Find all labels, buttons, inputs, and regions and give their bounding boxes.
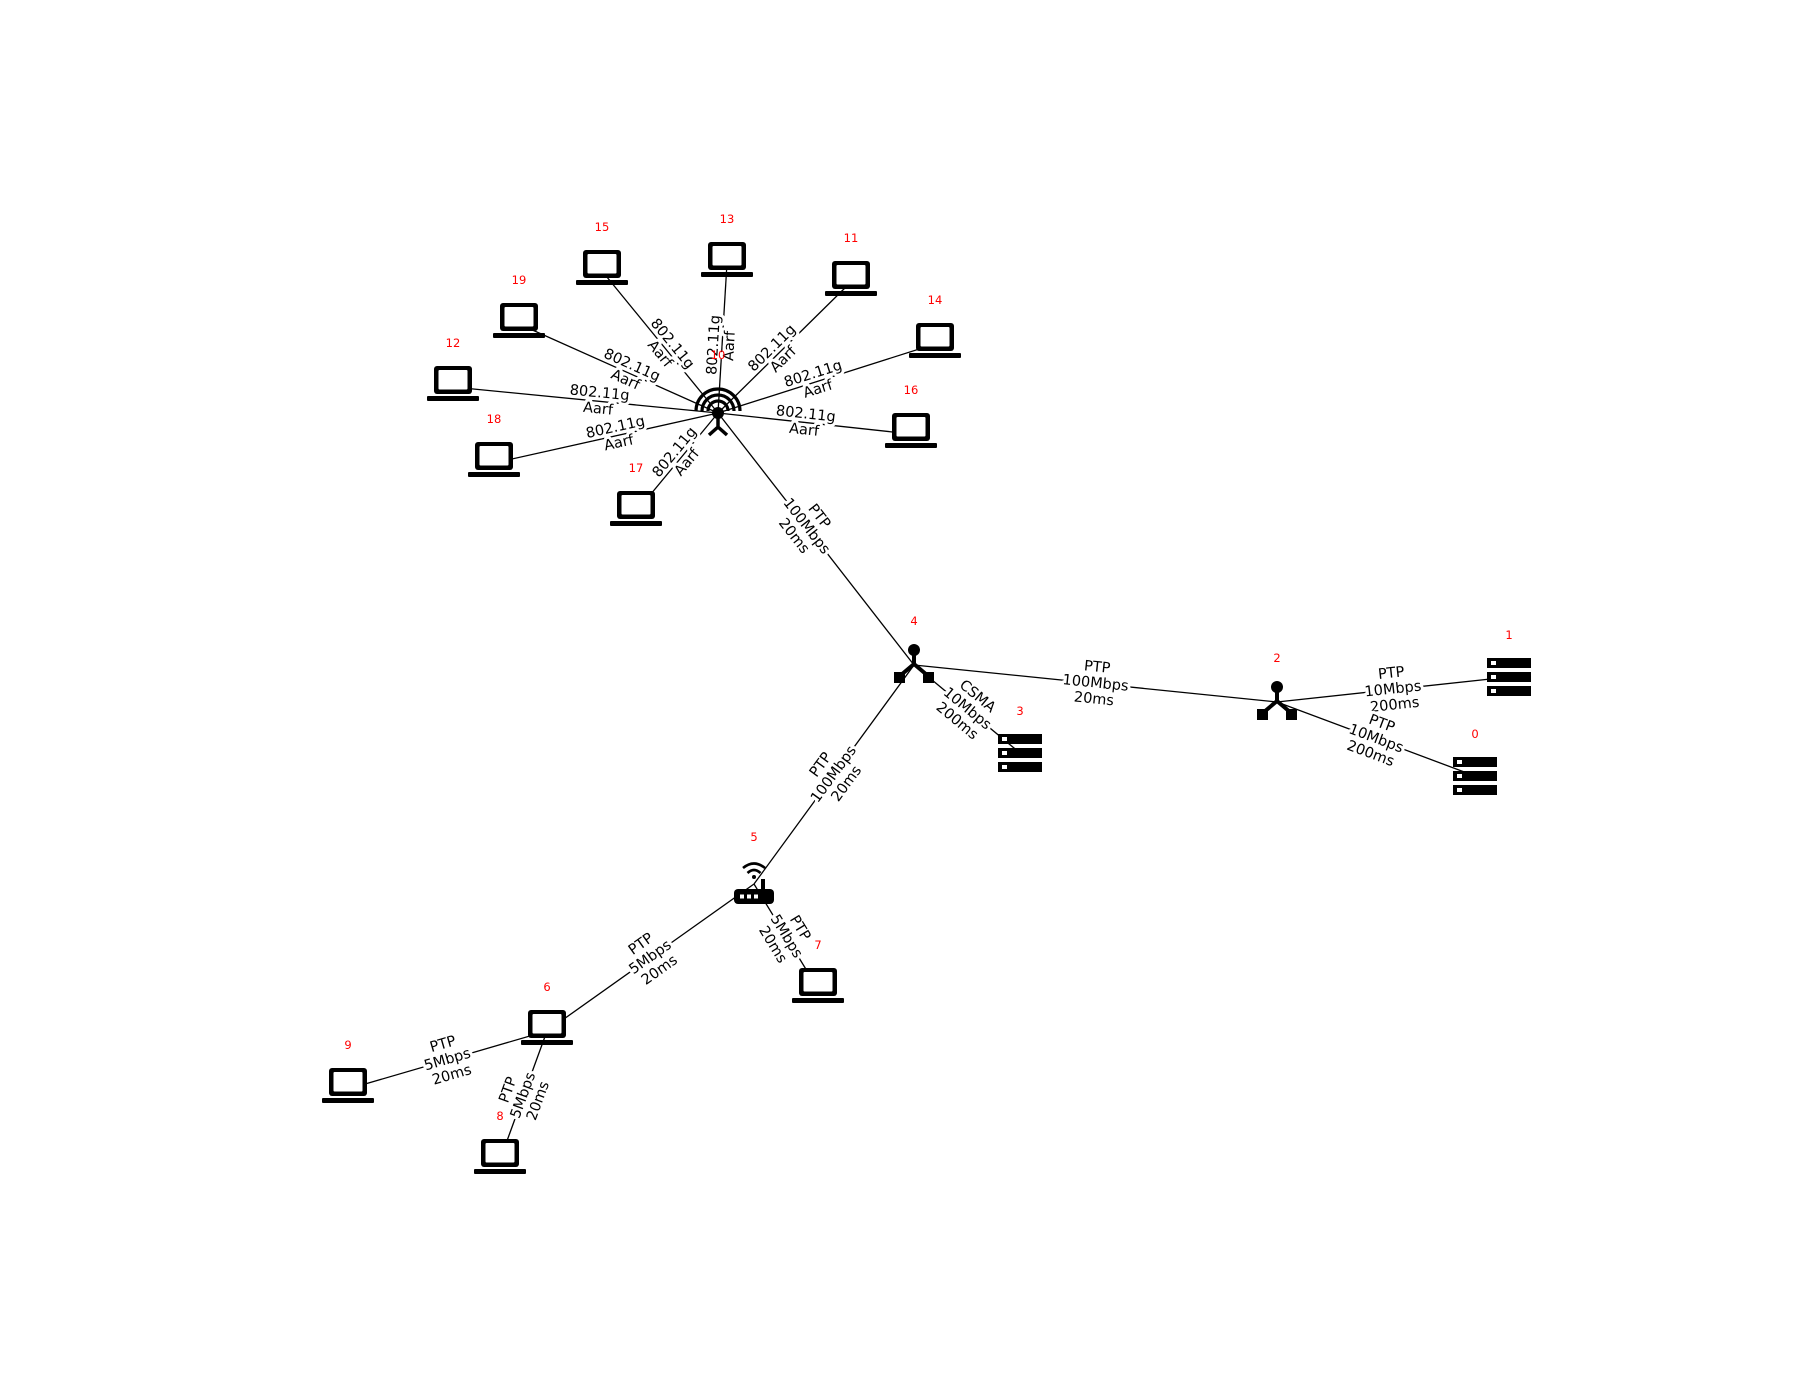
edge-10-11 [717, 281, 852, 414]
edge-10-4 [717, 412, 915, 666]
node-id-label: 11 [844, 231, 859, 245]
node-id-label: 0 [1471, 727, 1478, 741]
node-id-label: 7 [814, 938, 821, 952]
edge-10-12 [452, 386, 719, 414]
node-id-label: 1 [1505, 628, 1512, 642]
edge-label-line: Aarf [788, 421, 820, 440]
node-18-laptop[interactable]: 18 [468, 412, 520, 477]
node-10-access-point[interactable]: 10 [694, 348, 742, 437]
node-id-label: 17 [629, 461, 644, 475]
switch-icon [892, 642, 936, 685]
node-14-laptop[interactable]: 14 [909, 293, 961, 358]
edge-2-0 [1276, 701, 1476, 777]
edge-10-14 [717, 343, 936, 414]
edges-layer [347, 262, 1510, 1161]
node-2-switch[interactable]: 2 [1255, 651, 1299, 722]
node-4-switch[interactable]: 4 [892, 614, 936, 685]
edge-label-line: Aarf [582, 400, 614, 419]
edge-label-line: 20ms [1073, 689, 1115, 709]
edge-5-6 [546, 883, 755, 1032]
edge-10-19 [518, 323, 719, 414]
node-id-label: 12 [446, 336, 461, 350]
server-icon [1453, 757, 1497, 795]
node-6-laptop[interactable]: 6 [521, 980, 573, 1045]
node-id-label: 8 [496, 1109, 503, 1123]
node-id-label: 6 [543, 980, 550, 994]
node-11-laptop[interactable]: 11 [825, 231, 877, 296]
node-17-laptop[interactable]: 17 [610, 461, 662, 526]
node-1-server[interactable]: 1 [1487, 628, 1531, 696]
node-12-laptop[interactable]: 12 [427, 336, 479, 401]
edge-10-15 [601, 270, 719, 414]
node-id-label: 13 [720, 212, 735, 226]
laptop-icon [427, 366, 479, 401]
node-id-label: 5 [750, 830, 757, 844]
node-id-label: 4 [910, 614, 917, 628]
edge-2-1 [1276, 676, 1510, 703]
server-icon [998, 734, 1042, 772]
laptop-icon [322, 1068, 374, 1103]
edge-6-8 [499, 1030, 548, 1161]
edge-4-2 [913, 664, 1278, 703]
node-9-laptop[interactable]: 9 [322, 1038, 374, 1103]
node-8-laptop[interactable]: 8 [474, 1109, 526, 1174]
node-13-laptop[interactable]: 13 [701, 212, 753, 277]
laptop-icon [474, 1139, 526, 1174]
node-id-label: 3 [1016, 704, 1023, 718]
node-19-laptop[interactable]: 19 [493, 273, 545, 338]
laptop-icon [909, 323, 961, 358]
edge-10-16 [717, 412, 912, 435]
laptop-icon [825, 261, 877, 296]
node-5-router[interactable]: 5 [732, 830, 776, 906]
node-id-label: 19 [512, 273, 527, 287]
node-15-laptop[interactable]: 15 [576, 220, 628, 285]
server-icon [1487, 658, 1531, 696]
laptop-icon [885, 413, 937, 448]
node-id-label: 10 [711, 348, 726, 362]
node-id-label: 9 [344, 1038, 351, 1052]
node-id-label: 15 [595, 220, 610, 234]
node-3-server[interactable]: 3 [998, 704, 1042, 772]
edge-10-18 [493, 412, 719, 464]
edge-label-line: Aarf [721, 330, 739, 362]
node-id-label: 16 [904, 383, 919, 397]
laptop-icon [576, 250, 628, 285]
laptop-icon [468, 442, 520, 477]
edge-6-9 [347, 1030, 548, 1090]
node-id-label: 18 [487, 412, 502, 426]
laptop-icon [610, 491, 662, 526]
node-16-laptop[interactable]: 16 [885, 383, 937, 448]
node-7-laptop[interactable]: 7 [792, 938, 844, 1003]
edge-4-5 [753, 664, 915, 885]
laptop-icon [521, 1010, 573, 1045]
node-id-label: 2 [1273, 651, 1280, 665]
laptop-icon [792, 968, 844, 1003]
node-id-label: 14 [928, 293, 943, 307]
node-0-server[interactable]: 0 [1453, 727, 1497, 795]
